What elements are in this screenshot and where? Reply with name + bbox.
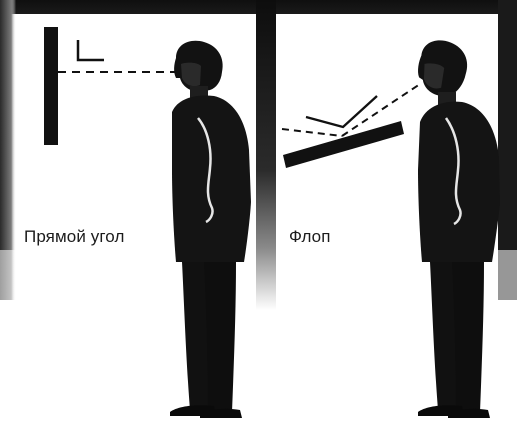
person-figure-icon <box>170 41 251 418</box>
flop-angle-icon <box>306 96 377 127</box>
caption-flop: Флоп <box>289 227 331 247</box>
caption-right-angle: Прямой угол <box>24 227 124 247</box>
right-panel <box>282 84 420 168</box>
left-panel <box>44 27 178 145</box>
sight-line-upper <box>282 129 342 136</box>
person-figure-icon <box>416 38 500 418</box>
right-angle-icon <box>78 40 104 60</box>
panel-divider <box>256 0 276 310</box>
vertical-screen <box>44 27 58 145</box>
